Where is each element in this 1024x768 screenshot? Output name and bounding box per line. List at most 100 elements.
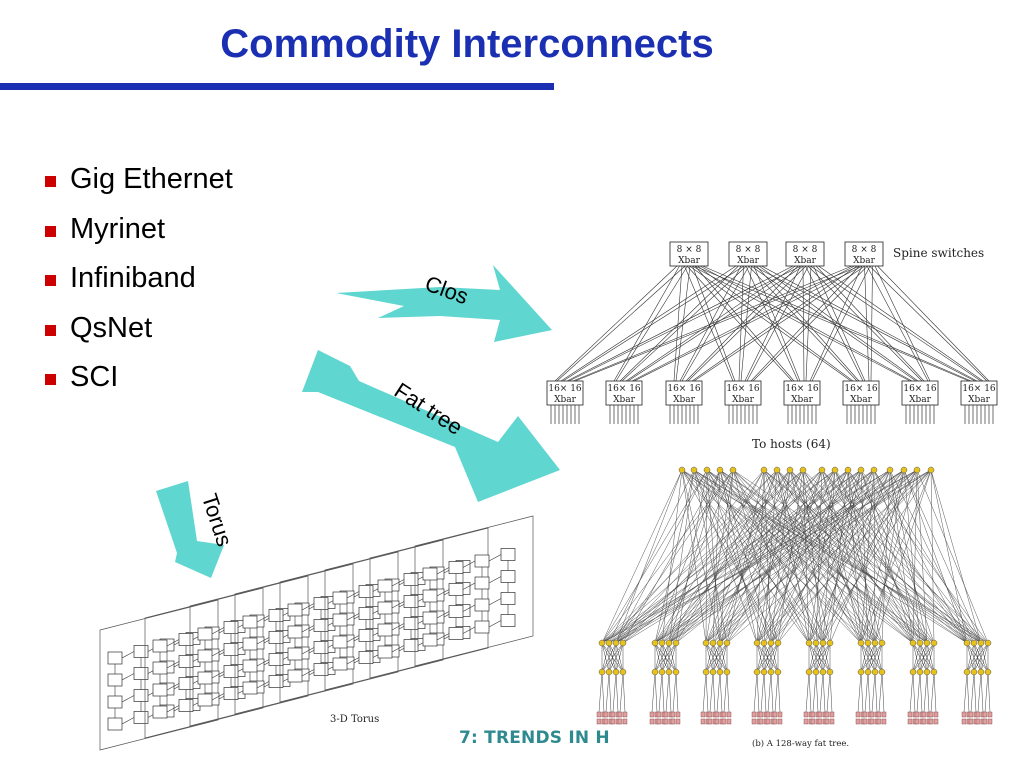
spine-switch-box: [785, 241, 825, 267]
fat-tree-host-node: [855, 711, 861, 718]
fat-tree-host-node: [881, 711, 887, 718]
fat-tree-link: [681, 469, 824, 644]
fat-tree-host-node: [961, 718, 967, 725]
fat-tree-link: [822, 671, 826, 713]
fat-tree-link: [654, 469, 905, 644]
clos-link: [866, 265, 929, 382]
torus-node: [474, 576, 490, 590]
torus-diagram: 3-D Torus: [99, 515, 534, 751]
fat-tree-link: [705, 469, 836, 644]
torus-link: [121, 651, 135, 659]
fat-tree-low-node: [612, 668, 620, 676]
spine-switch-box: [844, 241, 884, 267]
torus-node: [152, 661, 168, 675]
fat-tree-link: [615, 671, 619, 713]
bullet-square-icon: [45, 225, 56, 237]
fat-tree-link: [756, 469, 791, 644]
fat-tree-host-node: [700, 718, 706, 725]
fat-tree-mid-node: [812, 639, 820, 647]
torus-link: [346, 635, 360, 643]
fat-tree-link: [601, 469, 734, 644]
torus-link: [462, 582, 476, 590]
fat-tree-host-node: [928, 718, 934, 725]
spine-switch-size: 8 × 8: [793, 245, 818, 255]
fat-tree-link: [874, 469, 932, 644]
fat-tree-host-node: [707, 711, 713, 718]
fat-tree-host-node: [824, 718, 830, 725]
torus-link: [436, 567, 450, 575]
fat-tree-link: [612, 671, 617, 713]
leaf-switch-type: Xbar: [968, 395, 991, 405]
torus-link: [256, 637, 270, 645]
fat-tree-host-node: [777, 718, 783, 725]
fat-tree-host-node: [596, 711, 602, 718]
torus-node: [197, 671, 213, 685]
fat-tree-link: [923, 671, 928, 713]
torus-link: [211, 627, 225, 635]
fat-tree-link: [651, 671, 656, 713]
spine-switch-type: Xbar: [794, 256, 817, 266]
torus-node: [377, 645, 393, 659]
clos-link: [738, 265, 744, 382]
spine-switches-label: Spine switches: [893, 246, 984, 260]
bullet-item: Gig Ethernet: [45, 157, 233, 207]
fat-tree-host-node: [714, 711, 720, 718]
fat-tree-mid-node: [857, 639, 865, 647]
clos-link: [807, 265, 923, 382]
clos-link: [870, 265, 873, 382]
fat-tree-host-node: [987, 718, 993, 725]
clos-link: [625, 265, 796, 382]
fat-tree-link: [719, 469, 918, 644]
torus-node: [197, 693, 213, 707]
fat-tree-root-node: [844, 466, 852, 474]
fat-tree-link: [847, 469, 982, 644]
torus-node: [500, 592, 516, 605]
fat-tree-mid-node: [923, 639, 931, 647]
clos-link: [761, 265, 978, 382]
torus-plane: [189, 575, 309, 727]
fat-tree-link: [608, 469, 823, 644]
fat-tree-low-node: [665, 668, 673, 676]
fat-tree-link: [987, 671, 991, 713]
torus-link: [436, 633, 450, 641]
fat-tree-link: [615, 469, 778, 644]
torus-node: [223, 665, 239, 678]
clos-link: [811, 265, 871, 382]
torus-plane: [234, 563, 354, 715]
fat-tree-link: [763, 671, 767, 713]
leaf-switch-size: 16× 16: [548, 384, 582, 394]
fat-tree-link: [661, 469, 683, 644]
fat-tree-link: [829, 469, 905, 644]
fat-tree-host-node: [803, 711, 809, 718]
clos-link: [560, 265, 737, 382]
fat-tree-link: [608, 469, 695, 644]
fat-tree-mid-node: [984, 639, 992, 647]
torus-node: [422, 633, 438, 647]
fat-tree-link: [763, 642, 779, 673]
fat-tree-root-node: [900, 466, 908, 474]
fat-tree-link: [767, 671, 772, 713]
fat-tree-low-node: [977, 668, 985, 676]
fat-tree-host-node: [610, 718, 616, 725]
fat-tree-link: [777, 469, 918, 644]
fat-tree-link: [770, 469, 932, 644]
fat-tree-host-node: [617, 718, 623, 725]
torus-node: [133, 645, 149, 658]
fat-tree-link: [776, 469, 975, 644]
torus-link: [391, 601, 405, 609]
slide-title: Commodity Interconnects: [220, 22, 714, 66]
fat-tree-link: [726, 469, 932, 644]
torus-node: [422, 589, 438, 603]
fat-tree-host-node: [758, 711, 764, 718]
clos-link: [744, 265, 801, 382]
torus-node: [152, 639, 168, 653]
leaf-switch-box: [546, 380, 584, 406]
title-underline: [0, 83, 554, 90]
fat-tree-link: [789, 469, 862, 644]
bullet-text: Gig Ethernet: [70, 163, 233, 195]
leaf-switch-type: Xbar: [791, 395, 814, 405]
torus-link: [488, 598, 502, 606]
fat-tree-link: [622, 469, 905, 644]
torus-node: [287, 603, 303, 617]
